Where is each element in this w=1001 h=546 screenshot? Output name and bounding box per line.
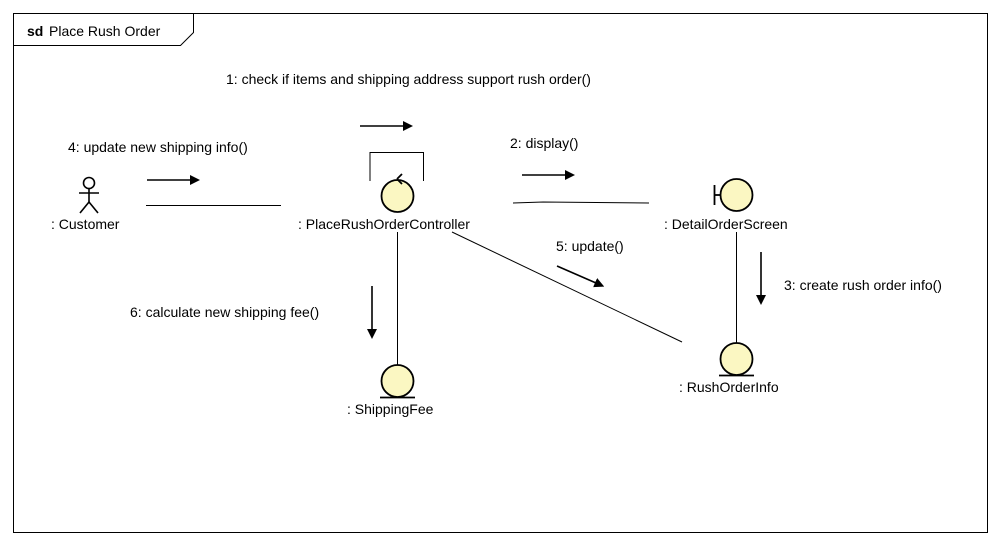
link-controller-detailscreen bbox=[512, 201, 650, 204]
message-label-6: 6: calculate new shipping fee() bbox=[130, 304, 319, 320]
controller-label: : PlaceRushOrderController bbox=[298, 216, 470, 232]
entity-icon-shippingfee bbox=[380, 364, 415, 399]
links bbox=[146, 152, 737, 366]
message-label-2: 2: display() bbox=[510, 135, 578, 151]
control-icon bbox=[380, 173, 415, 213]
entity-icon-rushorderinfo bbox=[719, 342, 754, 377]
customer-label: : Customer bbox=[51, 216, 120, 232]
boundary-icon bbox=[713, 178, 754, 212]
message-label-1: 1: check if items and shipping address s… bbox=[226, 71, 591, 87]
self-link-controller bbox=[369, 152, 424, 181]
actor-icon bbox=[79, 176, 99, 214]
frame-title: Place Rush Order bbox=[49, 23, 161, 39]
message-label-3: 3: create rush order info() bbox=[784, 277, 942, 293]
message-label-4: 4: update new shipping info() bbox=[68, 139, 248, 155]
shippingfee-label: : ShippingFee bbox=[347, 401, 434, 417]
message-label-5: 5: update() bbox=[556, 238, 624, 254]
frame-title-tab bbox=[13, 13, 194, 46]
diagram-frame bbox=[13, 13, 988, 533]
rushorderinfo-label: : RushOrderInfo bbox=[679, 379, 779, 395]
message-arrows bbox=[147, 121, 766, 339]
frame-keyword: sd bbox=[27, 23, 43, 39]
detail-screen-label: : DetailOrderScreen bbox=[664, 216, 788, 232]
link-controller-rushorderinfo bbox=[451, 231, 683, 343]
arrow-m5 bbox=[556, 265, 605, 288]
